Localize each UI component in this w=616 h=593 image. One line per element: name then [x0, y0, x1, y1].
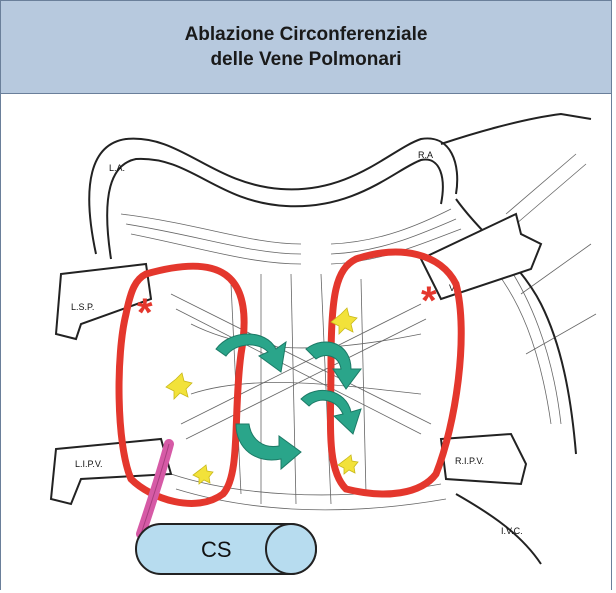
- figure-title-line-1: Ablazione Circonferenziale: [185, 22, 428, 47]
- anatomy-illustration: L.A. R.A L.S.P. V. L.I.P.V. R.I.P.V. I.V…: [1, 94, 611, 591]
- label-left-superior-pv: L.S.P.: [71, 302, 94, 312]
- right-superior-pulmonary-vein: [421, 214, 541, 299]
- label-left-atrium: L.A.: [109, 163, 125, 173]
- coronary-sinus: CS: [136, 524, 316, 574]
- figure-title-line-2: delle Vene Polmonari: [210, 47, 401, 72]
- asterisk-marker-right: *: [421, 279, 437, 323]
- coronary-sinus-label: CS: [201, 537, 232, 562]
- label-left-inferior-pv: L.I.P.V.: [75, 459, 103, 469]
- ablation-lines: [119, 252, 461, 503]
- myocardial-fibres: [121, 154, 596, 510]
- rotor-arrow-icon: [216, 334, 286, 372]
- asterisk-marker-left: *: [137, 291, 153, 335]
- ganglion-icon: [338, 455, 358, 474]
- rotor-arrow-icon: [236, 424, 301, 469]
- label-right-atrium: R.A: [418, 150, 433, 160]
- asterisk-markers: * *: [137, 279, 437, 335]
- figure-header: Ablazione Circonferenziale delle Vene Po…: [1, 1, 611, 94]
- label-right-inferior-pv: R.I.P.V.: [455, 456, 484, 466]
- ganglion-icon: [166, 373, 192, 399]
- label-ivc: I.V.C.: [501, 526, 523, 536]
